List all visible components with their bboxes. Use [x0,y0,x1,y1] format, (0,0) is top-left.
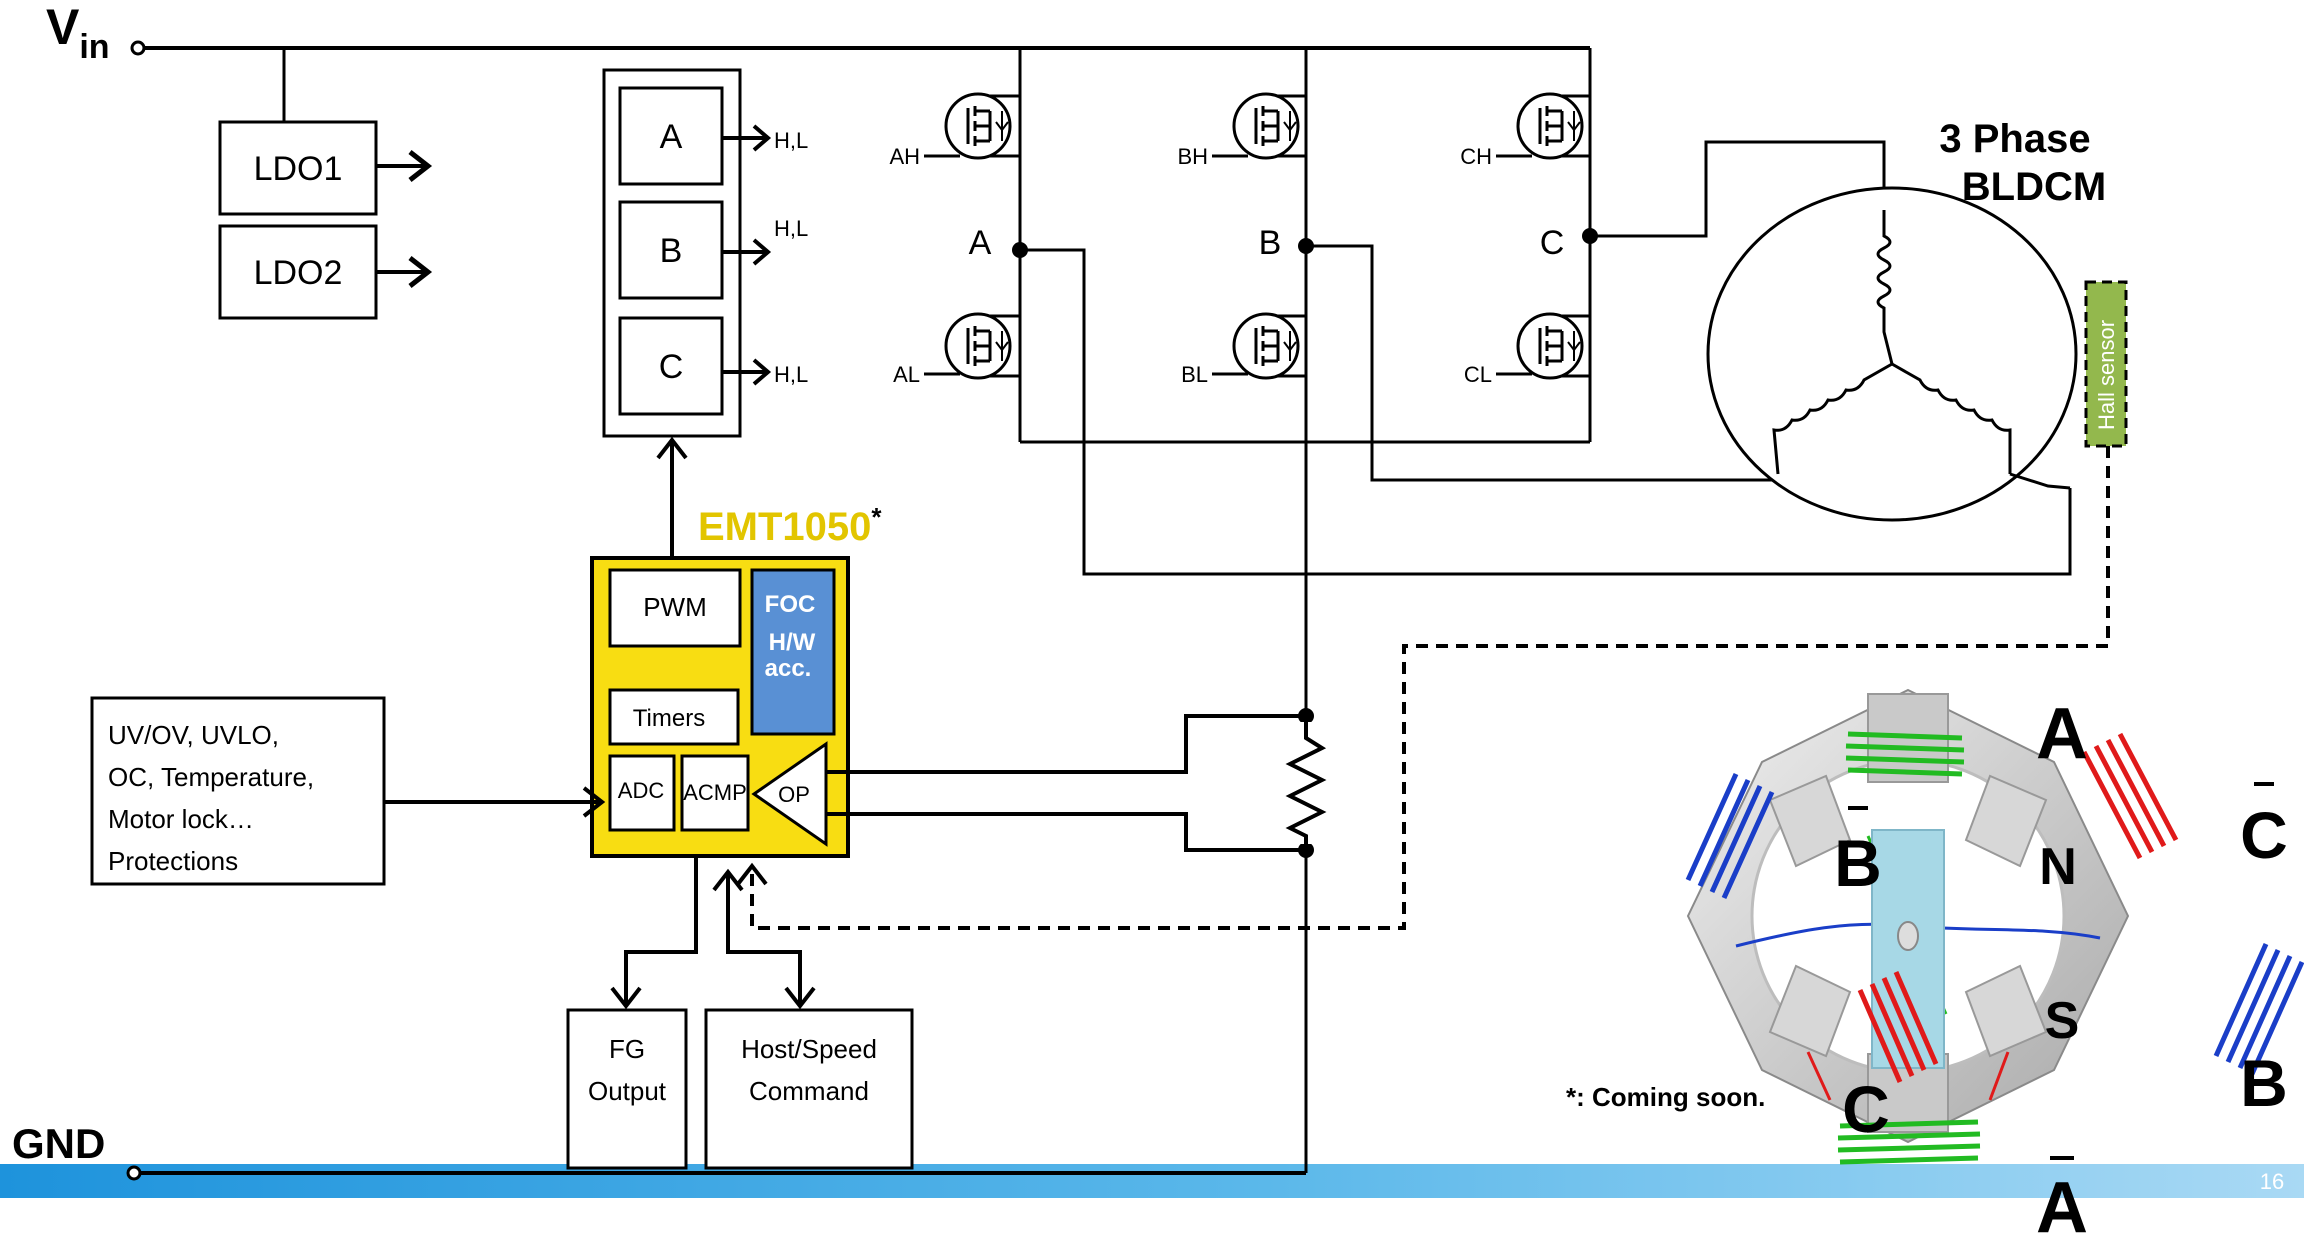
driver-b-label: B [660,232,683,270]
pwm-to-driver-arrow [656,436,688,566]
motor-title-line2: BLDCM [1962,165,2106,209]
ldo2-block: LDO2 [218,224,378,320]
gnd-label: GND [12,1120,105,1167]
protections-block: UV/OV, UVLO, OC, Temperature, Motor lock… [90,696,386,886]
mosfet-ch [1516,92,1584,160]
ldo2-label: LDO2 [254,254,343,292]
rotor-label-a-bar: A [2036,1168,2088,1235]
motor-symbol [1706,186,2078,522]
mosfet-bl [1232,312,1300,380]
footnote: *: Coming soon. [1566,1082,1765,1112]
gate-driver-block: A B C [602,68,742,438]
ldo1-label: LDO1 [254,150,343,188]
ldo1-block: LDO1 [218,120,378,216]
rotor-label-b-bar: B [1834,826,1882,900]
gate-al-label: AL [893,362,920,387]
driver-output-arrows [722,124,772,386]
pwm-block: PWM [608,568,742,648]
gate-bh-label: BH [1177,144,1208,169]
timers-label: Timers [633,705,705,732]
footer-bar [0,1164,2304,1198]
gate-cl-label: CL [1464,362,1492,387]
driver-a-output-label: H,L [774,128,808,153]
rotor-illustration: A A B B C C N S [1685,688,2304,1235]
host-command-arrows [712,868,816,1010]
mosfet-bh [1232,92,1300,160]
gnd-terminal [126,1165,142,1181]
gate-ah-label: AH [889,144,920,169]
driver-a-label: A [660,118,683,156]
driver-b-output-label: H,L [774,216,808,241]
page-number: 16 [2260,1169,2284,1194]
shunt-bottom-dot [1298,842,1314,858]
node-a-label: A [969,224,992,262]
vin-terminal [130,40,146,56]
rotor-label-b: B [2240,1046,2288,1120]
timers-block: Timers [608,688,740,746]
op-amp: OP [751,741,828,847]
adc-label: ADC [618,778,665,803]
controller-name: EMT1050* [698,502,882,549]
protections-line1: UV/OV, UVLO, [108,720,279,750]
driver-c-label: C [659,348,684,386]
ldo1-output-arrow [376,150,433,182]
protections-line2: OC, Temperature, [108,762,314,792]
host-speed-block: Host/Speed Command [704,1008,914,1170]
foc-label-line2: H/W [769,629,816,656]
foc-label-line1: FOC [765,591,816,618]
adc-block: ADC [608,754,676,832]
gate-ch-label: CH [1460,144,1492,169]
fg-label-line2: Output [588,1076,667,1106]
rotor-label-c-bar: C [2240,798,2288,872]
fg-output-arrow [610,858,698,1010]
fg-output-block: FG Output [566,1008,688,1170]
fg-label-line1: FG [609,1034,645,1064]
shunt-top-dot [1298,708,1314,724]
motor-title-line1: 3 Phase [1939,117,2090,161]
foc-label-line3: acc. [765,655,812,682]
driver-c-output-label: H,L [774,362,808,387]
ldo2-output-arrow [376,256,433,288]
host-label-line2: Command [749,1076,869,1106]
mosfet-ah [944,92,1012,160]
hall-sensor-label: Hall sensor [2094,320,2119,430]
protections-arrow [384,786,606,818]
protections-line3: Motor lock… [108,804,254,834]
acmp-label: ACMP [683,780,747,805]
rotor-label-c: C [1842,1072,1890,1146]
protections-line4: Protections [108,846,238,876]
mosfet-al [944,312,1012,380]
rotor-label-a: A [2036,694,2088,774]
mosfet-cl [1516,312,1584,380]
rotor-label-n: N [2039,838,2077,896]
vin-label: Vin [46,0,110,66]
gate-bl-label: BL [1181,362,1208,387]
pwm-label: PWM [643,592,707,622]
shunt-resistor [1285,722,1327,844]
op-label: OP [778,782,810,807]
node-b-label: B [1259,224,1282,262]
motor-windings [1772,210,2071,490]
acmp-block: ACMP [680,754,750,832]
rotor-label-s: S [2045,992,2080,1050]
foc-block: FOC H/W acc. [750,568,836,736]
host-label-line1: Host/Speed [741,1034,877,1064]
node-c-label: C [1540,224,1565,262]
